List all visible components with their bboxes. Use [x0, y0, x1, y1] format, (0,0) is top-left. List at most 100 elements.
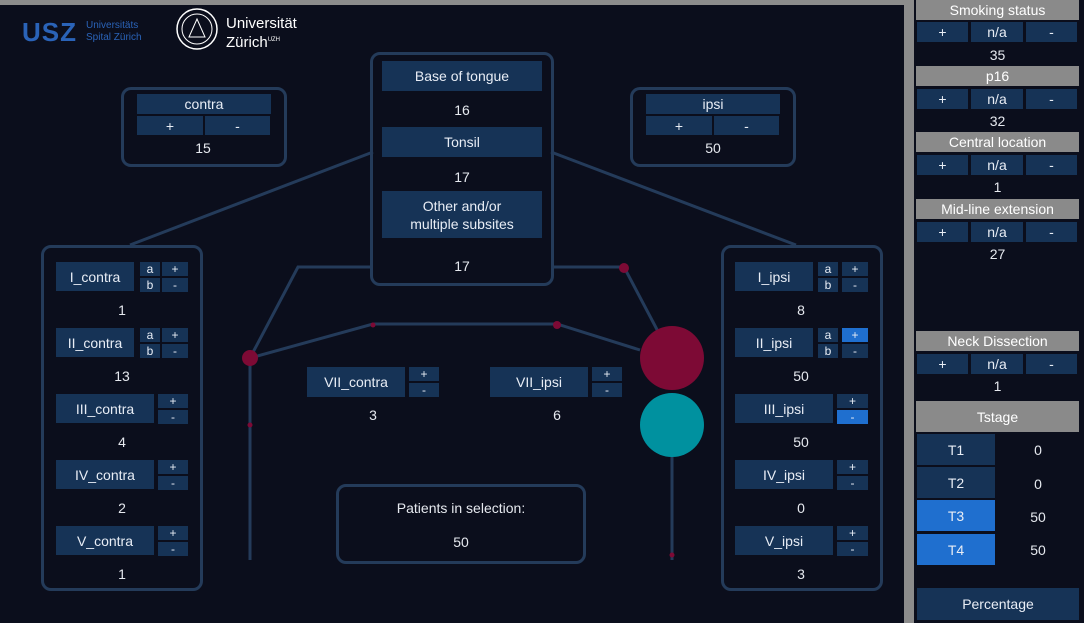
central-location-plus-button[interactable]: + [917, 155, 968, 175]
uzh-sup: UZH [267, 37, 281, 43]
smoking-minus-button[interactable]: - [1026, 22, 1077, 42]
subsite-other-button[interactable]: Other and/or multiple subsites [382, 191, 542, 238]
main-panel: USZ Universitäts Spital Zürich Universit… [0, 5, 904, 623]
ipsi-minus-button[interactable]: - [714, 116, 779, 135]
level-III-contra-plus-button[interactable]: + [158, 394, 188, 408]
node-cross-small [370, 322, 376, 328]
level-IV-contra-minus-button[interactable]: - [158, 476, 188, 490]
level-IV-ipsi-minus-button[interactable]: - [837, 476, 868, 490]
level-I-contra-a-button[interactable]: a [140, 262, 160, 276]
subsite-other-line2: multiple subsites [410, 215, 514, 232]
node-ipsi-upper [619, 263, 629, 273]
tumor-marker [640, 326, 704, 390]
line-contra-neck [248, 265, 373, 359]
level-VII-ipsi-button[interactable]: VII_ipsi [490, 367, 588, 397]
neck-dissection-minus-button[interactable]: - [1026, 354, 1077, 374]
neck-dissection-plus-button[interactable]: + [917, 354, 968, 374]
tstage-T1-button[interactable]: T1 [917, 434, 995, 465]
level-V-contra-minus-button[interactable]: - [158, 542, 188, 556]
level-V-ipsi-plus-button[interactable]: + [837, 526, 868, 540]
level-I-contra-plus-button[interactable]: + [162, 262, 188, 276]
central-location-na-button[interactable]: n/a [971, 155, 1023, 175]
level-I-contra-minus-button[interactable]: - [162, 278, 188, 292]
smoking-plus-button[interactable]: + [917, 22, 968, 42]
level-V-ipsi-minus-button[interactable]: - [837, 542, 868, 556]
p16-plus-button[interactable]: + [917, 89, 968, 109]
level-III-ipsi-plus-button[interactable]: + [837, 394, 868, 408]
level-V-ipsi-count: 3 [797, 566, 805, 582]
level-VII-ipsi-minus-button[interactable]: - [592, 383, 622, 397]
node-contra [242, 350, 258, 366]
level-VII-contra-plus-button[interactable]: + [409, 367, 439, 381]
contra-toggle-button[interactable]: contra [137, 94, 271, 114]
level-II-ipsi-button[interactable]: II_ipsi [735, 328, 813, 357]
line-contra-upper [129, 150, 374, 247]
level-II-contra-b-button[interactable]: b [140, 344, 160, 358]
percentage-button[interactable]: Percentage [917, 588, 1079, 620]
level-VII-contra-button[interactable]: VII_contra [307, 367, 405, 397]
level-III-contra-minus-button[interactable]: - [158, 410, 188, 424]
level-II-ipsi-b-button[interactable]: b [818, 344, 838, 358]
level-V-contra-plus-button[interactable]: + [158, 526, 188, 540]
level-II-contra-minus-button[interactable]: - [162, 344, 188, 358]
midline-extension-plus-button[interactable]: + [917, 222, 968, 242]
central-location-header: Central location [916, 132, 1079, 152]
level-II-contra-button[interactable]: II_contra [56, 328, 134, 357]
contra-minus-button[interactable]: - [205, 116, 270, 135]
level-I-ipsi-a-button[interactable]: a [818, 262, 838, 276]
uzh-line1: Universität [226, 15, 297, 32]
line-cross [249, 322, 641, 360]
midline-extension-na-button[interactable]: n/a [971, 222, 1023, 242]
level-III-contra-button[interactable]: III_contra [56, 394, 154, 423]
level-V-ipsi-button[interactable]: V_ipsi [735, 526, 833, 555]
level-I-ipsi-b-button[interactable]: b [818, 278, 838, 292]
level-III-ipsi-minus-button[interactable]: - [837, 410, 868, 424]
level-II-ipsi-a-button[interactable]: a [818, 328, 838, 342]
p16-minus-button[interactable]: - [1026, 89, 1077, 109]
ipsi-toggle-button[interactable]: ipsi [646, 94, 780, 114]
level-IV-ipsi-plus-button[interactable]: + [837, 460, 868, 474]
level-IV-contra-button[interactable]: IV_contra [56, 460, 154, 489]
level-I-ipsi-plus-button[interactable]: + [842, 262, 868, 276]
smoking-count: 35 [989, 47, 1006, 63]
lymph-marker [640, 393, 704, 457]
level-I-ipsi-button[interactable]: I_ipsi [735, 262, 813, 291]
level-I-contra-b-button[interactable]: b [140, 278, 160, 292]
selection-label: Patients in selection: [396, 500, 526, 516]
level-IV-contra-count: 2 [118, 500, 126, 516]
smoking-na-button[interactable]: n/a [971, 22, 1023, 42]
level-IV-contra-plus-button[interactable]: + [158, 460, 188, 474]
ipsi-count: 50 [705, 140, 721, 156]
selection-box [336, 484, 586, 564]
tstage-T3-button[interactable]: T3 [917, 500, 995, 531]
level-III-ipsi-button[interactable]: III_ipsi [735, 394, 833, 423]
contra-plus-button[interactable]: + [137, 116, 203, 135]
level-II-contra-plus-button[interactable]: + [162, 328, 188, 342]
usz-sub-line1: Universitäts [86, 20, 139, 31]
tstage-T4-button[interactable]: T4 [917, 534, 995, 565]
midline-extension-minus-button[interactable]: - [1026, 222, 1077, 242]
p16-na-button[interactable]: n/a [971, 89, 1023, 109]
level-V-contra-button[interactable]: V_contra [56, 526, 154, 555]
level-II-ipsi-minus-button[interactable]: - [842, 344, 868, 358]
level-II-ipsi-plus-button[interactable]: + [842, 328, 868, 342]
tstage-T2-button[interactable]: T2 [917, 467, 995, 498]
level-VII-ipsi-plus-button[interactable]: + [592, 367, 622, 381]
anatomy-lines [129, 150, 797, 560]
subsite-tonsil-button[interactable]: Tonsil [382, 127, 542, 157]
level-I-contra-button[interactable]: I_contra [56, 262, 134, 291]
central-location-minus-button[interactable]: - [1026, 155, 1077, 175]
subsite-base-of-tongue-count: 16 [454, 102, 470, 118]
subsite-base-of-tongue-button[interactable]: Base of tongue [382, 61, 542, 91]
level-VII-contra-minus-button[interactable]: - [409, 383, 439, 397]
level-I-ipsi-minus-button[interactable]: - [842, 278, 868, 292]
tstage-T2-count: 0 [1034, 476, 1042, 492]
neck-dissection-na-button[interactable]: n/a [971, 354, 1023, 374]
window-top-border [0, 0, 1084, 5]
level-VII-ipsi-count: 6 [553, 407, 561, 423]
level-II-contra-a-button[interactable]: a [140, 328, 160, 342]
tstage-header: Tstage [916, 401, 1079, 432]
ipsi-plus-button[interactable]: + [646, 116, 712, 135]
usz-logo: USZ [22, 17, 77, 47]
level-IV-ipsi-button[interactable]: IV_ipsi [735, 460, 833, 489]
